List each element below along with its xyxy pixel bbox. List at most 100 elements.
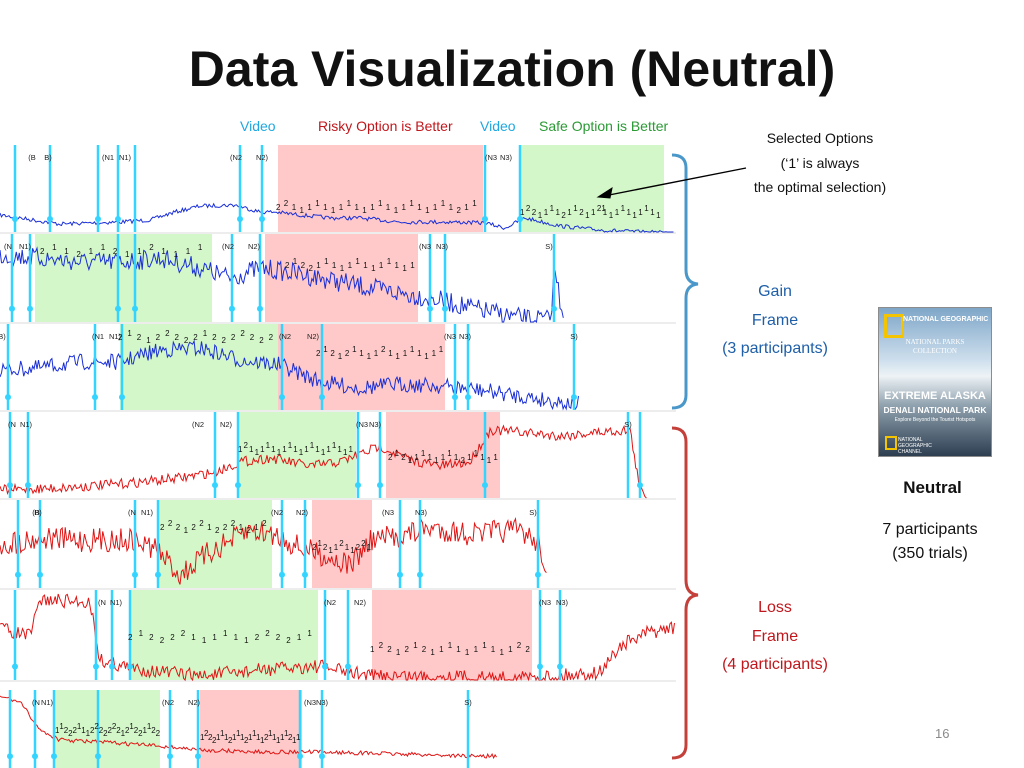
selection-digit: 1: [321, 448, 326, 457]
selection-digit: 2: [76, 250, 81, 259]
marker-label: B): [34, 508, 42, 517]
marker-label: N3): [459, 332, 472, 341]
selection-digit: 2: [138, 729, 143, 738]
video-marker-dot: [25, 482, 31, 489]
national-geographic-logo-icon: [884, 314, 904, 338]
selection-digit: 2: [525, 645, 530, 654]
selection-digit: 2: [223, 523, 228, 532]
selection-digit: 1: [198, 243, 203, 252]
selection-digit: 1: [447, 449, 452, 458]
video-marker-dot: [442, 305, 448, 312]
marker-label: S): [529, 508, 537, 517]
participant-trace-1: [0, 202, 674, 233]
video-marker-dot: [259, 215, 265, 222]
selection-digit: 1: [240, 733, 245, 742]
marker-label: S): [570, 332, 578, 341]
selection-digit: 1: [644, 204, 649, 213]
selection-digit: 1: [232, 733, 237, 742]
selection-digit: 1: [307, 629, 312, 638]
safe-better-band: [35, 234, 212, 322]
video-marker-dot: [229, 305, 235, 312]
condition-bands: [0, 145, 676, 768]
selection-digit: 1: [544, 208, 549, 217]
selection-digit: 1: [556, 208, 561, 217]
selection-digit: 2: [156, 333, 161, 342]
marker-label: N3): [369, 420, 382, 429]
video-marker-dot: [155, 571, 161, 578]
selection-digit: 1: [282, 445, 287, 454]
annotations: [596, 153, 747, 760]
selection-digit: 1: [238, 445, 243, 454]
risky-better-band: [278, 145, 483, 232]
marker-label: (N1: [92, 332, 104, 341]
selection-digit: 1: [239, 523, 244, 532]
selection-digit: 2: [244, 736, 249, 745]
selection-digit: 2: [103, 729, 108, 738]
selection-digit: 1: [236, 729, 241, 738]
video-marker-dot: [132, 571, 138, 578]
marker-label: (N2: [271, 508, 283, 517]
selection-digit: 2: [40, 247, 45, 256]
selection-digit: 2: [457, 206, 462, 215]
video-marker-dot: [115, 305, 121, 312]
legend-risky-better: Risky Option is Better: [318, 118, 453, 134]
selection-digit: 2: [176, 523, 181, 532]
safe-better-band: [238, 412, 356, 498]
selection-digit: 1: [125, 250, 130, 259]
marker-label: (N3: [382, 508, 394, 517]
marker-label: B): [44, 153, 52, 162]
participant-trace-7: [0, 695, 497, 760]
selection-digit: 1: [328, 546, 333, 555]
marker-label: (N3: [304, 698, 316, 707]
selection-digit: 1: [174, 250, 179, 259]
marker-label: N1): [110, 598, 123, 607]
selection-digit: 1: [491, 645, 496, 654]
selection-digit: 1: [359, 349, 364, 358]
video-marker-dot: [32, 753, 38, 760]
video-marker-dot: [12, 663, 18, 670]
selection-digit: 1: [421, 449, 426, 458]
selection-digit: 1: [363, 261, 368, 270]
selection-digit: 1: [276, 736, 281, 745]
legend-safe-better: Safe Option is Better: [539, 118, 669, 134]
marker-label: N1): [109, 332, 122, 341]
selection-digit: 2: [222, 336, 227, 345]
marker-label: N2): [296, 508, 309, 517]
selection-digit: 2: [262, 519, 267, 528]
selection-digit: 1: [200, 733, 205, 742]
selection-digit: 1: [417, 349, 422, 358]
selection-digit: 2: [156, 729, 161, 738]
selection-digit: 1: [538, 211, 543, 220]
selection-digit: 1: [441, 453, 446, 462]
selection-digit: 2: [517, 641, 522, 650]
selection-digit: 2: [199, 519, 204, 528]
selection-digit: 1: [395, 352, 400, 361]
selection-digit: 1: [441, 199, 446, 208]
selection-digit: 1: [395, 261, 400, 270]
selection-digit: 2: [112, 722, 117, 731]
video-marker-dot: [119, 394, 125, 401]
selection-digit: 2: [284, 199, 289, 208]
selection-digit: 1: [326, 445, 331, 454]
safe-better-band: [130, 590, 318, 680]
selection-digit: 1: [627, 208, 632, 217]
selection-digit: 1: [143, 726, 148, 735]
selection-digit: 1: [146, 336, 151, 345]
selection-digit: 1: [101, 243, 106, 252]
video-marker-dot: [237, 215, 243, 222]
selection-digit: 1: [352, 345, 357, 354]
video-marker-dot: [571, 394, 577, 401]
marker-label: (N: [32, 698, 40, 707]
gain-label-line-2: Frame: [751, 311, 799, 329]
selection-digit: 2: [208, 733, 213, 742]
selection-digit: 1: [387, 257, 392, 266]
selection-digit: 1: [297, 633, 302, 642]
selection-digit: 1: [386, 203, 391, 212]
selection-digit: 2: [301, 261, 306, 270]
marker-label: (N2: [279, 332, 291, 341]
video-marker-dot: [417, 571, 423, 578]
selection-digit: 1: [127, 329, 132, 338]
selection-digit: 2: [165, 329, 170, 338]
marker-label: N3): [316, 698, 329, 707]
